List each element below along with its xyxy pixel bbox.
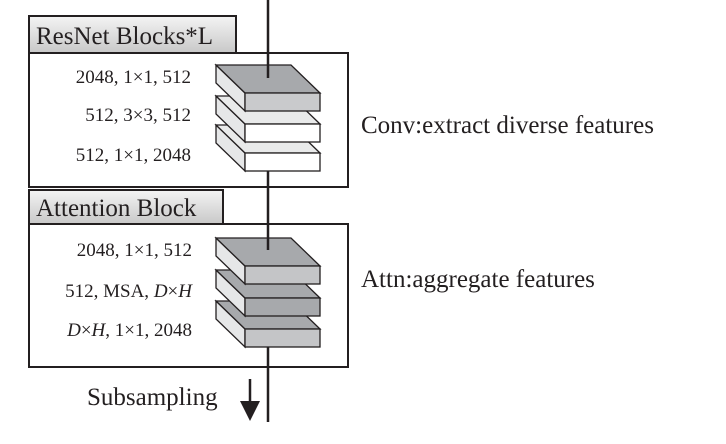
attention-layer-spec: 2048, 1×1, 512	[77, 240, 192, 261]
attention-layer-spec: D×H, 1×1, 2048	[66, 320, 192, 341]
attention-layer-stack	[214, 224, 322, 367]
conv-description: Conv:extract diverse features	[361, 112, 654, 139]
slab-front-face	[244, 297, 321, 317]
slab-front-face	[244, 328, 321, 348]
resnet-layer-spec: 2048, 1×1, 512	[76, 67, 191, 88]
attention-layer-spec: 512, MSA, D×H	[65, 281, 193, 302]
resnet-layer-spec: 512, 3×3, 512	[85, 105, 191, 126]
subsampling-label: Subsampling	[87, 384, 218, 411]
slab-front-face	[244, 92, 321, 112]
attn-description: Attn:aggregate features	[361, 266, 595, 293]
slab-front-face	[244, 152, 321, 172]
down-arrow-icon	[240, 379, 260, 421]
attention-title: Attention Block	[36, 195, 197, 222]
resnet-layer-spec: 512, 1×1, 2048	[76, 145, 191, 166]
slab-front-face	[244, 123, 321, 143]
resnet-title: ResNet Blocks*L	[36, 23, 213, 50]
resnet-layer-stack	[214, 53, 322, 187]
slab-front-face	[244, 265, 321, 285]
subsampling-indicator: Subsampling	[87, 379, 260, 421]
resnet-section: ResNet Blocks*L 2048, 1×1, 512 512, 3×3, …	[28, 15, 654, 188]
attention-layer-1	[214, 236, 322, 286]
resnet-layer-1	[214, 63, 322, 113]
attention-section: Attention Block 2048, 1×1, 512 512, MSA, …	[28, 189, 595, 368]
